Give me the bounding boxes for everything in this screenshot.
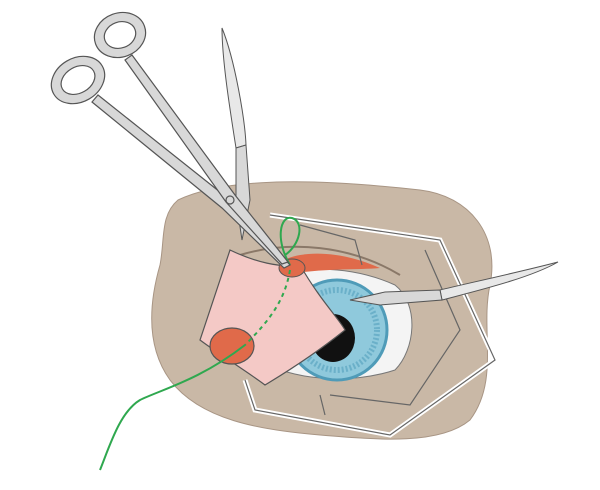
muscle-end [209,327,255,365]
scissors [50,11,291,269]
eye-speculum [242,212,499,438]
suture-loop [279,216,301,266]
suture-thread [99,344,246,471]
scalpel-horizontal [349,261,559,306]
upper-eyelid [239,245,401,276]
suture-dashed [244,269,291,346]
